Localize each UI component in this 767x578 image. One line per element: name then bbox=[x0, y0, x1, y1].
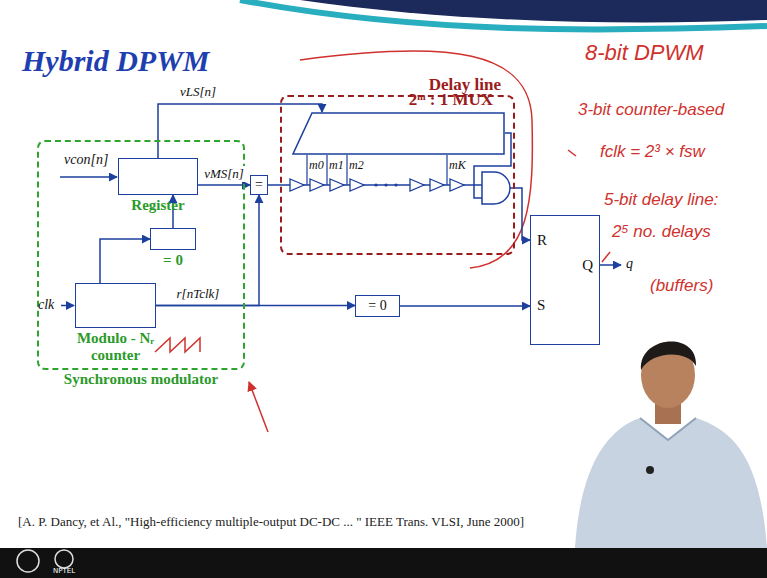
signal-wire bbox=[515, 188, 530, 240]
buffer-symbol bbox=[410, 179, 424, 191]
sr-latch: R S Q bbox=[530, 215, 600, 345]
dot bbox=[394, 183, 397, 186]
pin-label: R bbox=[537, 232, 547, 249]
handwritten-note: 8-bit DPWM bbox=[585, 40, 704, 66]
block-label: Register bbox=[119, 197, 197, 214]
buffer-symbol bbox=[450, 179, 464, 191]
hand-arrow bbox=[249, 382, 268, 432]
sawtooth-sketch bbox=[155, 338, 200, 352]
signal-label: r[nTclk] bbox=[175, 286, 222, 302]
tap-label: m1 bbox=[329, 158, 344, 173]
signal-label: vMS[n] bbox=[202, 166, 246, 182]
institute-logo bbox=[17, 550, 39, 572]
logo-text: NPTEL bbox=[53, 567, 75, 575]
block-label: = 0 bbox=[151, 252, 195, 269]
footer-bar bbox=[0, 548, 767, 578]
dot bbox=[374, 183, 377, 186]
block-label: = bbox=[255, 177, 263, 193]
block-label: Modulo - Nᵣ counter bbox=[76, 330, 155, 365]
buffer-symbol bbox=[350, 179, 364, 191]
region-title: Delay line bbox=[429, 75, 501, 95]
signal-label: clk bbox=[38, 297, 54, 313]
mux-outline bbox=[292, 112, 505, 155]
register-box: Register bbox=[118, 158, 198, 195]
signal-label: vLS[n] bbox=[178, 84, 218, 100]
tap-label: mK bbox=[449, 158, 466, 173]
block-label: = 0 bbox=[368, 298, 386, 314]
ellipsis-dots bbox=[374, 183, 397, 186]
pin-label: Q bbox=[582, 257, 593, 274]
tap-wires bbox=[307, 155, 447, 185]
header-swoosh bbox=[240, 0, 767, 29]
connectors bbox=[100, 104, 530, 306]
zero-detector-box: = 0 bbox=[150, 228, 196, 250]
delay-line-region: 2ᵐ : 1 MUXDelay line bbox=[280, 95, 515, 255]
buffer-symbol bbox=[430, 179, 444, 191]
buffer-symbol bbox=[310, 179, 324, 191]
nptel-logo bbox=[55, 550, 73, 568]
signal-wire bbox=[400, 305, 530, 307]
buffer-symbol bbox=[330, 179, 344, 191]
presenter-shirt bbox=[575, 418, 767, 548]
and-gate-symbol bbox=[482, 172, 510, 204]
dot bbox=[384, 183, 387, 186]
signal-wire bbox=[156, 305, 355, 307]
comparator-box: = bbox=[250, 175, 268, 195]
handwritten-note: 3-bit counter-based bbox=[578, 100, 724, 120]
signal-wire bbox=[198, 184, 250, 186]
citation: [A. P. Dancy, et Al., "High-efficiency m… bbox=[18, 514, 524, 530]
buffer-symbol bbox=[290, 179, 304, 191]
hand-tick bbox=[568, 150, 576, 156]
signal-label: q bbox=[626, 256, 633, 272]
signal-wire bbox=[268, 184, 280, 186]
buffer-chain bbox=[290, 179, 464, 191]
presenter-hair bbox=[641, 342, 696, 370]
clock-wire bbox=[61, 305, 74, 307]
signal-label: vcon[n] bbox=[64, 152, 108, 168]
tap-label: m2 bbox=[349, 158, 364, 173]
signal-wire bbox=[100, 239, 150, 283]
output-wire bbox=[600, 264, 621, 266]
hand-tick bbox=[602, 252, 610, 262]
pin-label: S bbox=[537, 297, 545, 314]
mux-shape bbox=[293, 113, 504, 154]
slide-title: Hybrid DPWM bbox=[22, 44, 210, 78]
presenter-mic bbox=[646, 466, 654, 474]
handwritten-note: fclk = 2³ × fsw bbox=[600, 142, 705, 162]
region-title: Synchronous modulator bbox=[39, 371, 243, 388]
counter-box: Modulo - Nᵣ counter bbox=[75, 283, 156, 328]
handwritten-note: 2⁵ no. delays bbox=[612, 222, 711, 242]
mux-block: 2ᵐ : 1 MUX bbox=[292, 112, 505, 155]
tap-label: m0 bbox=[309, 158, 324, 173]
zero-detector-box: = 0 bbox=[355, 295, 400, 317]
input-wire bbox=[60, 176, 117, 178]
handwritten-note: (buffers) bbox=[650, 276, 713, 296]
hand-circle bbox=[300, 51, 532, 268]
handwritten-note: 5-bit delay line: bbox=[604, 190, 718, 210]
